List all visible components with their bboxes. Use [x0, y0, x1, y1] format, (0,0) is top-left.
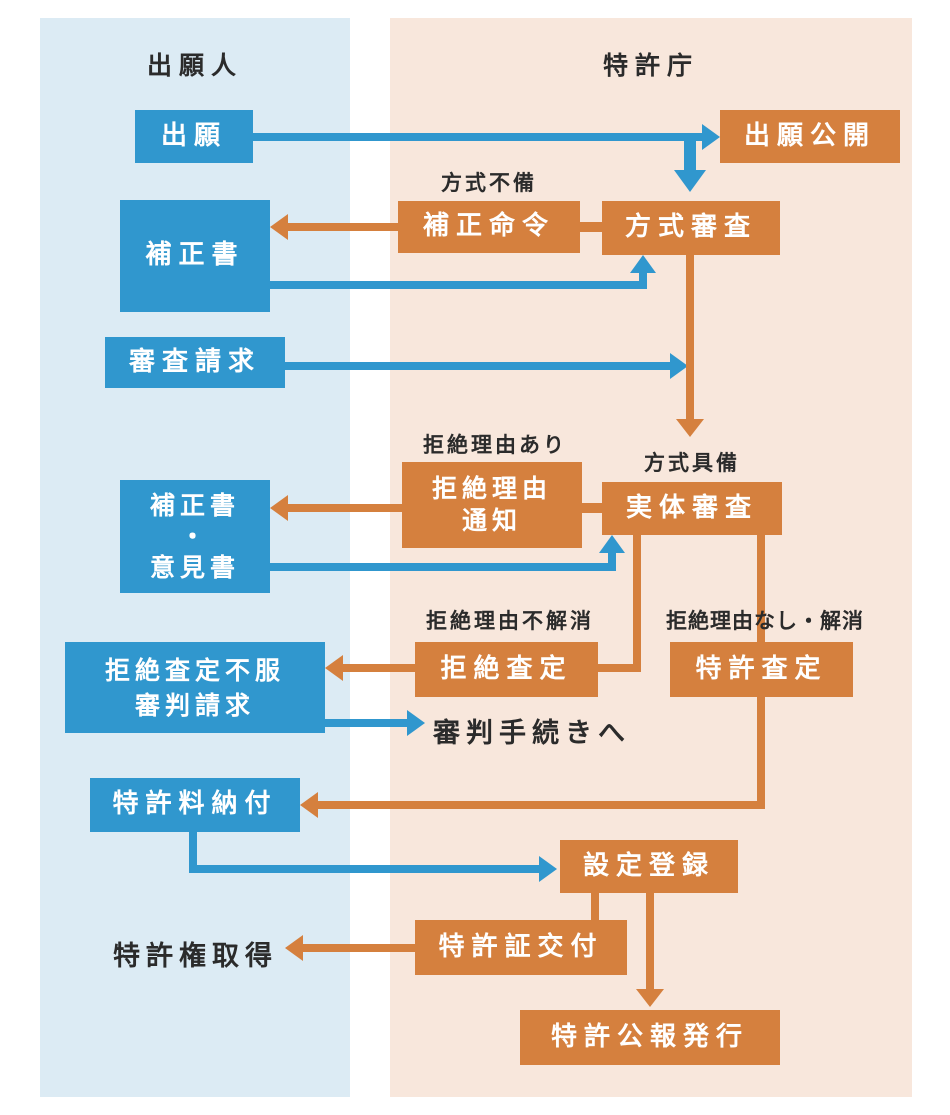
box-hoseisho-ikensho: 補正書 ・ 意見書 [120, 480, 270, 593]
arrowhead-into-jittai-shinsa-bottom [599, 535, 625, 553]
box-hoseisho-ikensho-line2: ・ [179, 521, 210, 551]
arrow-line-nofu-to-toroku-v [189, 832, 197, 873]
box-shinsa-seikyu-label: 審査請求 [128, 346, 261, 377]
label-hoshiki-gubi: 方式具備 [644, 451, 740, 475]
box-tokkyo-koho-hakko: 特許公報発行 [520, 1010, 780, 1065]
arrow-line-shutsugan-to-kokai [253, 133, 702, 141]
box-hosei-meirei-label: 補正命令 [422, 211, 555, 242]
label-tokkyoken-shutoku: 特許権取得 [113, 941, 278, 972]
box-jittai-shinsa-label: 実体審査 [625, 492, 758, 523]
arrow-line-tsuchi-to-ikensho [288, 504, 402, 512]
jpo-column-title: 特許庁 [602, 51, 699, 80]
arrowhead-into-hoshiki-shinsa-top [674, 170, 706, 192]
box-fufuku-shinpan: 拒絶査定不服 審判請求 [65, 642, 325, 733]
label-shinpan-tetsuzuki-e: 審判手続きへ [433, 718, 631, 749]
label-kyozetsu-riyu-ari: 拒絶理由あり [423, 433, 567, 457]
arrow-line-tokkyo-satei-to-nofu-h [318, 801, 765, 809]
arrow-line-hoseisho-to-hoshiki-shinsa-h [270, 281, 647, 289]
arrowhead-to-tokkyoken-shutoku [285, 935, 303, 961]
line-jittai-to-kyozetsu-satei-h [598, 664, 641, 672]
label-kyozetsu-riyu-nashi-kaisho: 拒絶理由なし・解消 [666, 609, 864, 633]
label-hoshiki-fubi: 方式不備 [441, 171, 537, 195]
arrow-line-nofu-to-toroku-h [189, 865, 539, 873]
box-settei-toroku-label: 設定登録 [582, 850, 715, 881]
arrow-line-satei-to-fufuku [343, 664, 415, 672]
arrowhead-shinsa-seikyu [670, 353, 688, 379]
arrow-line-meirei-to-hoseisho [288, 223, 398, 231]
box-hoseisho-label: 補正書 [145, 240, 245, 271]
arrow-line-hoshiki-to-jittai [686, 255, 694, 419]
box-kyozetsu-satei-label: 拒絶査定 [440, 653, 573, 684]
arrow-line-branch-to-hoshiki-shinsa [684, 133, 696, 170]
arrowhead-into-hoshiki-shinsa-bottom [630, 255, 656, 273]
arrow-line-toroku-to-koho [646, 893, 654, 989]
arrow-line-ikensho-to-jittai-h [270, 563, 616, 571]
box-shutsugan-label: 出願 [160, 120, 227, 151]
connector-tsuchi-jittai-shinsa [582, 503, 602, 513]
arrowhead-into-hoseisho [270, 214, 288, 240]
box-hoseisho: 補正書 [120, 200, 270, 312]
box-shutsugan-kokai-label: 出願公開 [743, 120, 876, 151]
box-shinsa-seikyu: 審査請求 [105, 337, 285, 388]
box-hoshiki-shinsa-label: 方式審査 [624, 212, 757, 243]
box-kyozetsu-riyu-tsuchi: 拒絶理由 通知 [402, 462, 582, 548]
arrowhead-into-koho-hakko [636, 989, 664, 1007]
arrowhead-to-jittai-shinsa [676, 419, 704, 437]
box-tokkyoryo-nofu: 特許料納付 [90, 778, 300, 832]
arrowhead-into-fufuku-shinpan [325, 655, 343, 681]
arrow-line-hoseisho-to-hoshiki-shinsa-v [639, 271, 647, 289]
connector-meirei-hoshiki-shinsa [580, 222, 602, 232]
box-fufuku-shinpan-line2: 審判請求 [134, 690, 255, 720]
box-kyozetsu-satei: 拒絶査定 [415, 642, 598, 697]
box-hoseisho-ikensho-line3: 意見書 [149, 553, 240, 583]
arrowhead-to-shinpan-tetsuzuki [407, 710, 425, 736]
box-kyozetsu-riyu-tsuchi-line2: 通知 [461, 506, 522, 535]
box-tokkyoryo-nofu-label: 特許料納付 [112, 789, 278, 820]
box-tokkyosho-kofu-label: 特許証交付 [438, 931, 604, 962]
arrowhead-into-settei-toroku [539, 856, 557, 882]
box-hoshiki-shinsa: 方式審査 [602, 201, 780, 255]
line-toroku-to-kofu [591, 893, 599, 920]
box-hosei-meirei: 補正命令 [398, 201, 580, 253]
arrowhead-into-ikensho [270, 495, 288, 521]
box-shutsugan-kokai: 出願公開 [720, 110, 900, 163]
arrowhead-into-tokkyoryo-nofu [300, 792, 318, 818]
arrow-line-tokkyo-satei-to-nofu-v [757, 697, 765, 809]
box-fufuku-shinpan-line1: 拒絶査定不服 [104, 655, 285, 685]
box-tokkyo-koho-hakko-label: 特許公報発行 [550, 1021, 749, 1052]
box-settei-toroku: 設定登録 [560, 840, 738, 893]
box-shutsugan: 出願 [135, 110, 253, 163]
box-hoseisho-ikensho-line1: 補正書 [149, 490, 240, 520]
arrowhead-into-shutsugan-kokai [702, 124, 720, 150]
line-jittai-to-tokkyo-satei [757, 535, 765, 642]
box-tokkyosho-kofu: 特許証交付 [415, 920, 627, 975]
label-kyozetsu-riyu-fukaisho: 拒絶理由不解消 [426, 609, 594, 633]
box-tokkyo-satei: 特許査定 [670, 642, 853, 697]
arrow-line-ikensho-to-jittai-v [608, 551, 616, 571]
arrow-line-fufuku-to-shinpan [325, 719, 407, 727]
arrow-line-kofu-to-shutoku [303, 944, 415, 952]
line-jittai-to-kyozetsu-satei-v [633, 535, 641, 672]
box-tokkyo-satei-label: 特許査定 [695, 653, 828, 684]
box-kyozetsu-riyu-tsuchi-line1: 拒絶理由 [431, 473, 552, 503]
arrow-line-shinsa-seikyu [285, 362, 670, 370]
applicant-column-title: 出願人 [146, 51, 243, 80]
box-jittai-shinsa: 実体審査 [602, 482, 782, 535]
